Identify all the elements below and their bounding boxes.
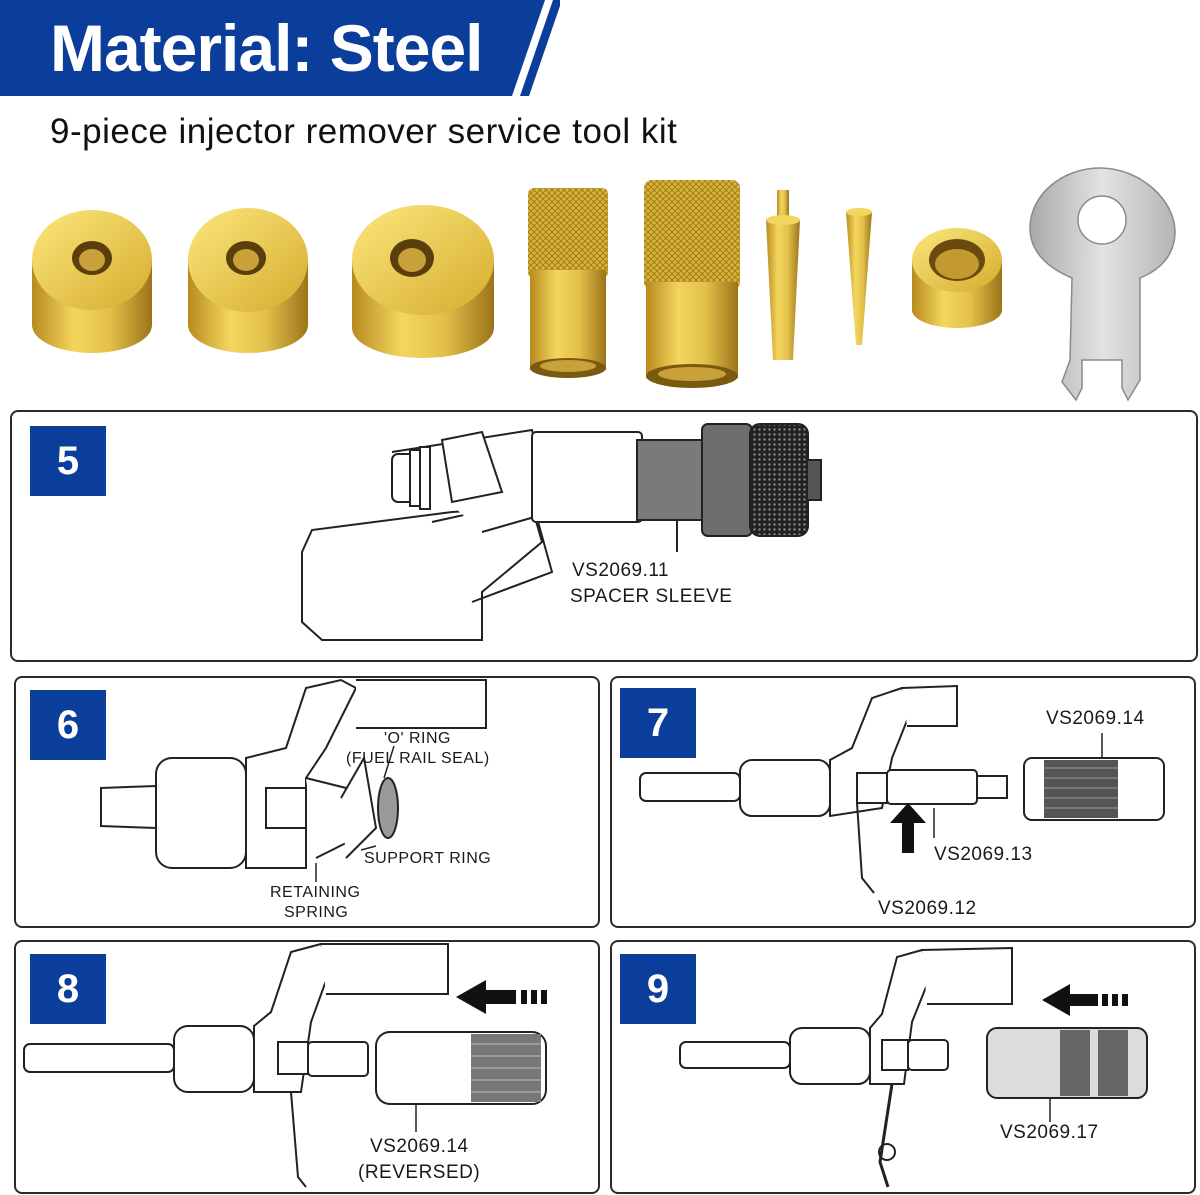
step-6-panel: 6 'O' RING (FUEL RAIL SEAL) SUPPORT RING… — [14, 676, 600, 928]
injector-removal-illustration-9 — [679, 946, 1148, 1188]
step-7-badge: 7 — [620, 688, 696, 758]
o-ring-label: 'O' RING — [384, 730, 451, 747]
step-5-badge: 5 — [30, 426, 106, 496]
material-banner: Material: Steel — [0, 0, 562, 96]
product-row — [0, 160, 1200, 410]
step-7-panel: 7 VS2069.14 VS2069.13 VS2069.12 — [610, 676, 1196, 928]
banner-shape — [0, 0, 562, 96]
retaining-spring-illustration — [100, 678, 487, 882]
brass-spacer-icon — [188, 208, 308, 353]
step-5-name-label: SPACER SLEEVE — [570, 586, 733, 607]
code-vs2069-17-label: VS2069.17 — [1000, 1122, 1099, 1143]
tapered-pin-icon — [846, 208, 872, 345]
retaining-label: RETAINING — [270, 884, 361, 901]
reversed-label: (REVERSED) — [358, 1162, 481, 1183]
fuel-rail-seal-label: (FUEL RAIL SEAL) — [346, 750, 490, 767]
spanner-plate-icon — [1029, 167, 1176, 402]
step-5-panel: 5 VS2069.11 SPACER SLEEVE — [10, 410, 1198, 662]
step-8-panel: 8 VS2069.14 (REVERSED) — [14, 940, 600, 1194]
brass-spacer-icon — [352, 205, 494, 358]
spacer-sleeve-illustration — [301, 423, 822, 641]
code-vs2069-12-label: VS2069.12 — [878, 898, 977, 919]
brass-spacer-icon — [32, 210, 152, 353]
code-vs2069-13-label: VS2069.13 — [934, 844, 1033, 865]
step-5-code-label: VS2069.11 — [572, 560, 670, 581]
step-9-panel: 9 VS2069.17 — [610, 940, 1196, 1194]
step-6-badge: 6 — [30, 690, 106, 760]
knurled-sleeve-icon — [644, 180, 740, 388]
tapered-pin-icon — [766, 190, 800, 360]
injector-removal-illustration-8 — [23, 942, 547, 1188]
step-9-badge: 9 — [620, 954, 696, 1024]
page-subtitle: 9-piece injector remover service tool ki… — [50, 112, 678, 151]
step-8-badge: 8 — [30, 954, 106, 1024]
support-ring-label: SUPPORT RING — [364, 850, 492, 867]
code-vs2069-14-label: VS2069.14 — [1046, 708, 1145, 729]
banner-title: Material: Steel — [50, 11, 483, 85]
brass-bushing-icon — [912, 228, 1002, 328]
injector-removal-illustration-7 — [639, 684, 1165, 894]
knurled-sleeve-icon — [528, 188, 608, 378]
code-vs2069-14-label-reversed: VS2069.14 — [370, 1136, 469, 1157]
spring-label: SPRING — [284, 904, 349, 921]
